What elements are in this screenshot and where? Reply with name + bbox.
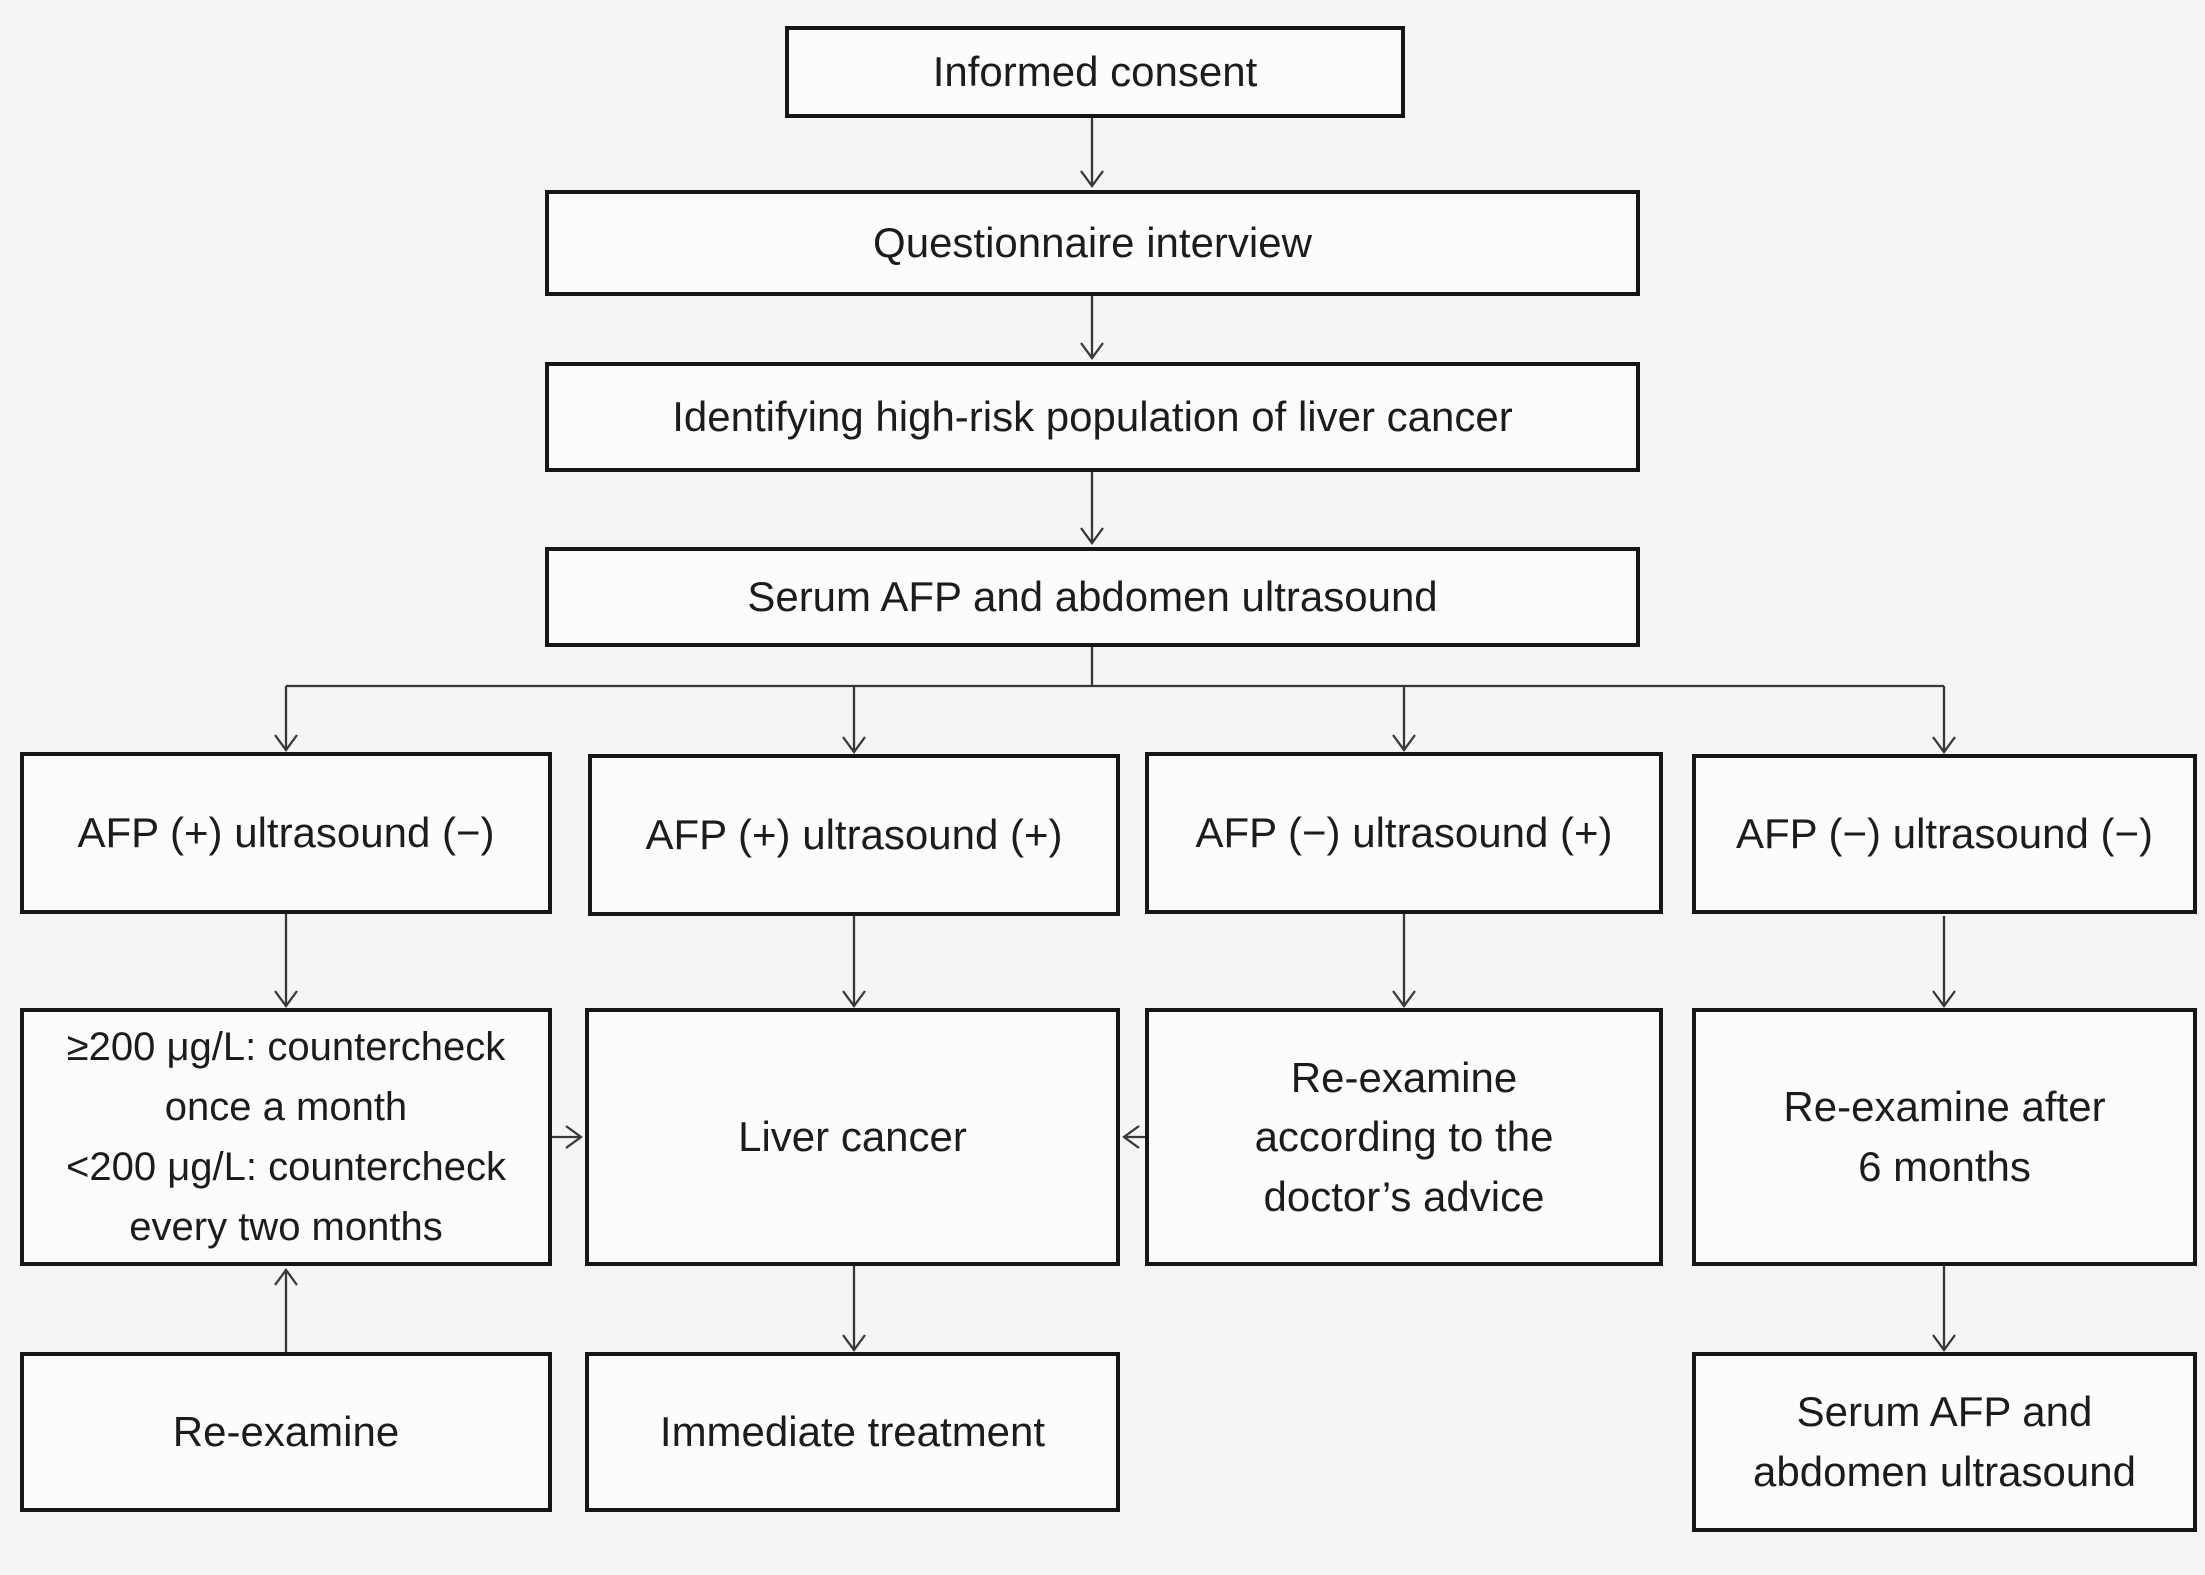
node-afp-pos-ultrasound-neg: AFP (+) ultrasound (−) (20, 752, 552, 914)
edge-liver-to-immediate (842, 1266, 866, 1352)
edge-afp-neg-us-neg-to-6months (1932, 916, 1956, 1008)
edge-questionnaire-to-identifying (1080, 296, 1104, 360)
arrowhead (1932, 1334, 1956, 1352)
edge-line (284, 647, 1946, 750)
arrowhead (842, 1334, 866, 1352)
node-reexamine-after-6-months: Re-examine after 6 months (1692, 1008, 2197, 1266)
arrowhead (842, 990, 866, 1008)
arrowhead (274, 1268, 298, 1286)
node-countercheck-rules: ≥200 μg/L: countercheck once a month <20… (20, 1008, 552, 1266)
edge-6months-to-serum2 (1932, 1266, 1956, 1352)
edge-doctor-to-liver (1122, 1125, 1145, 1149)
arrowhead (1122, 1125, 1140, 1149)
node-informed-consent: Informed consent (785, 26, 1405, 118)
edge-afp-pos-us-neg-to-countercheck (274, 914, 298, 1008)
node-immediate-treatment: Immediate treatment (585, 1352, 1120, 1512)
node-identify-high-risk: Identifying high-risk population of live… (545, 362, 1640, 472)
arrowhead (274, 734, 298, 752)
node-afp-neg-ultrasound-pos: AFP (−) ultrasound (+) (1145, 752, 1663, 914)
node-questionnaire-interview: Questionnaire interview (545, 190, 1640, 296)
node-serum-afp-ultrasound: Serum AFP and abdomen ultrasound (545, 547, 1640, 647)
node-serum-afp-ultrasound-followup: Serum AFP and abdomen ultrasound (1692, 1352, 2197, 1532)
arrowhead (565, 1125, 583, 1149)
node-afp-neg-ultrasound-neg: AFP (−) ultrasound (−) (1692, 754, 2197, 914)
edge-serum-to-branches (274, 647, 1956, 754)
edge-informed-to-questionnaire (1080, 118, 1104, 188)
arrowhead (1392, 734, 1416, 752)
node-afp-pos-ultrasound-pos: AFP (+) ultrasound (+) (588, 754, 1120, 916)
node-liver-cancer: Liver cancer (585, 1008, 1120, 1266)
arrowhead (274, 990, 298, 1008)
arrowhead (1932, 736, 1956, 754)
edge-reexamine-to-countercheck (274, 1268, 298, 1352)
edge-identifying-to-serum (1080, 472, 1104, 545)
arrowhead (1080, 170, 1104, 188)
node-reexamine: Re-examine (20, 1352, 552, 1512)
node-reexamine-doctor-advice: Re-examine according to the doctor’s adv… (1145, 1008, 1663, 1266)
arrowhead (1080, 342, 1104, 360)
arrowhead (842, 736, 866, 754)
edge-countercheck-to-liver (552, 1125, 583, 1149)
arrowhead (1932, 990, 1956, 1008)
arrowhead (1080, 527, 1104, 545)
arrowhead (1392, 990, 1416, 1008)
edge-afp-pos-us-pos-to-liver (842, 916, 866, 1008)
edge-afp-neg-us-pos-to-doctor (1392, 914, 1416, 1008)
